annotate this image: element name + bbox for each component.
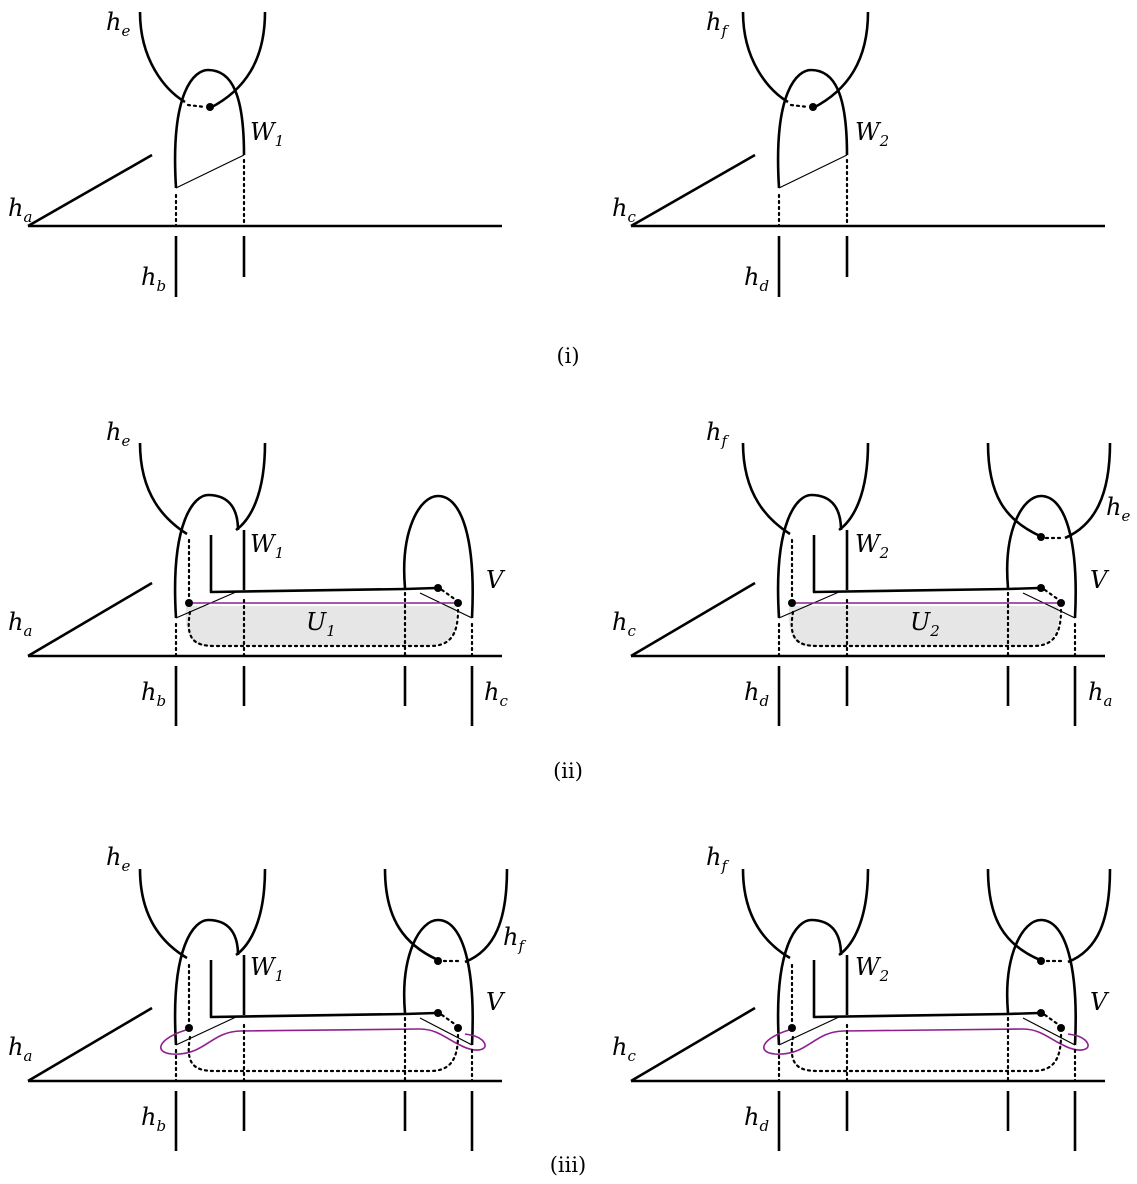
strand-h-e xyxy=(1064,442,1112,540)
label-h: hf xyxy=(706,8,729,40)
endpoint-dot xyxy=(1037,957,1045,965)
label-h: hb xyxy=(141,678,166,710)
label-W: W1 xyxy=(250,118,284,150)
label-W: W1 xyxy=(250,953,284,985)
label-W: W2 xyxy=(855,953,889,985)
caption-iii: (iii) xyxy=(550,1153,587,1177)
label-h: hc xyxy=(484,678,508,710)
label-h: he xyxy=(106,843,130,875)
label-W: W2 xyxy=(855,118,889,150)
label-h: he xyxy=(1106,493,1130,525)
label-h: he xyxy=(106,418,130,450)
knot-diagram-i-left xyxy=(26,10,504,299)
caption-i: (i) xyxy=(556,344,579,368)
knot-diagram-ii-right xyxy=(629,441,1107,728)
knot-diagram-iii-right xyxy=(629,867,1107,1153)
label-h: ha xyxy=(8,608,32,640)
label-h: hf xyxy=(706,843,729,875)
label-V: V xyxy=(1090,988,1110,1016)
label-V: V xyxy=(486,988,506,1016)
label-h: hd xyxy=(744,263,769,295)
label-h: ha xyxy=(1088,678,1112,710)
label-h: hc xyxy=(612,194,636,226)
panel-iii-right: hf W2 V hc hd xyxy=(612,843,1112,1153)
endpoint-dot xyxy=(1037,533,1045,541)
strand-h-f xyxy=(1067,868,1112,964)
label-U: U2 xyxy=(910,608,940,640)
label-V: V xyxy=(486,566,506,594)
label-h: hd xyxy=(744,678,769,710)
panel-ii-left: he W1 V U1 ha hb hc xyxy=(8,418,508,728)
label-h: hf xyxy=(706,418,729,450)
label-h: he xyxy=(106,8,130,40)
strand-h-f xyxy=(986,868,1041,962)
panel-i-right: hf W2 hc hd xyxy=(612,8,1107,299)
panel-i-left: he W1 ha hb xyxy=(8,8,504,299)
endpoint-dot xyxy=(434,957,442,965)
label-h: hd xyxy=(744,1103,769,1135)
panel-ii-right: hf he W2 V U2 hc hd ha xyxy=(612,418,1130,728)
strand-h-f xyxy=(383,868,439,962)
strand-h-f xyxy=(464,868,509,964)
label-h: hb xyxy=(141,263,166,295)
knot-diagram-iii-left xyxy=(26,867,504,1153)
label-h: hc xyxy=(612,1033,636,1065)
label-W: W1 xyxy=(250,530,284,562)
panel-iii-left: he hf W1 V ha hb xyxy=(8,843,526,1153)
label-V: V xyxy=(1090,566,1110,594)
caption-ii: (ii) xyxy=(553,759,583,783)
strand-h-e xyxy=(986,442,1041,538)
label-h: hb xyxy=(141,1103,166,1135)
label-h: ha xyxy=(8,1033,32,1065)
label-h: hf xyxy=(503,923,526,955)
label-h: hc xyxy=(612,608,636,640)
label-W: W2 xyxy=(855,530,889,562)
knot-diagram-ii-left xyxy=(26,441,504,728)
label-h: ha xyxy=(8,194,32,226)
label-U: U1 xyxy=(306,608,336,640)
knot-diagram-i-right xyxy=(629,10,1107,299)
